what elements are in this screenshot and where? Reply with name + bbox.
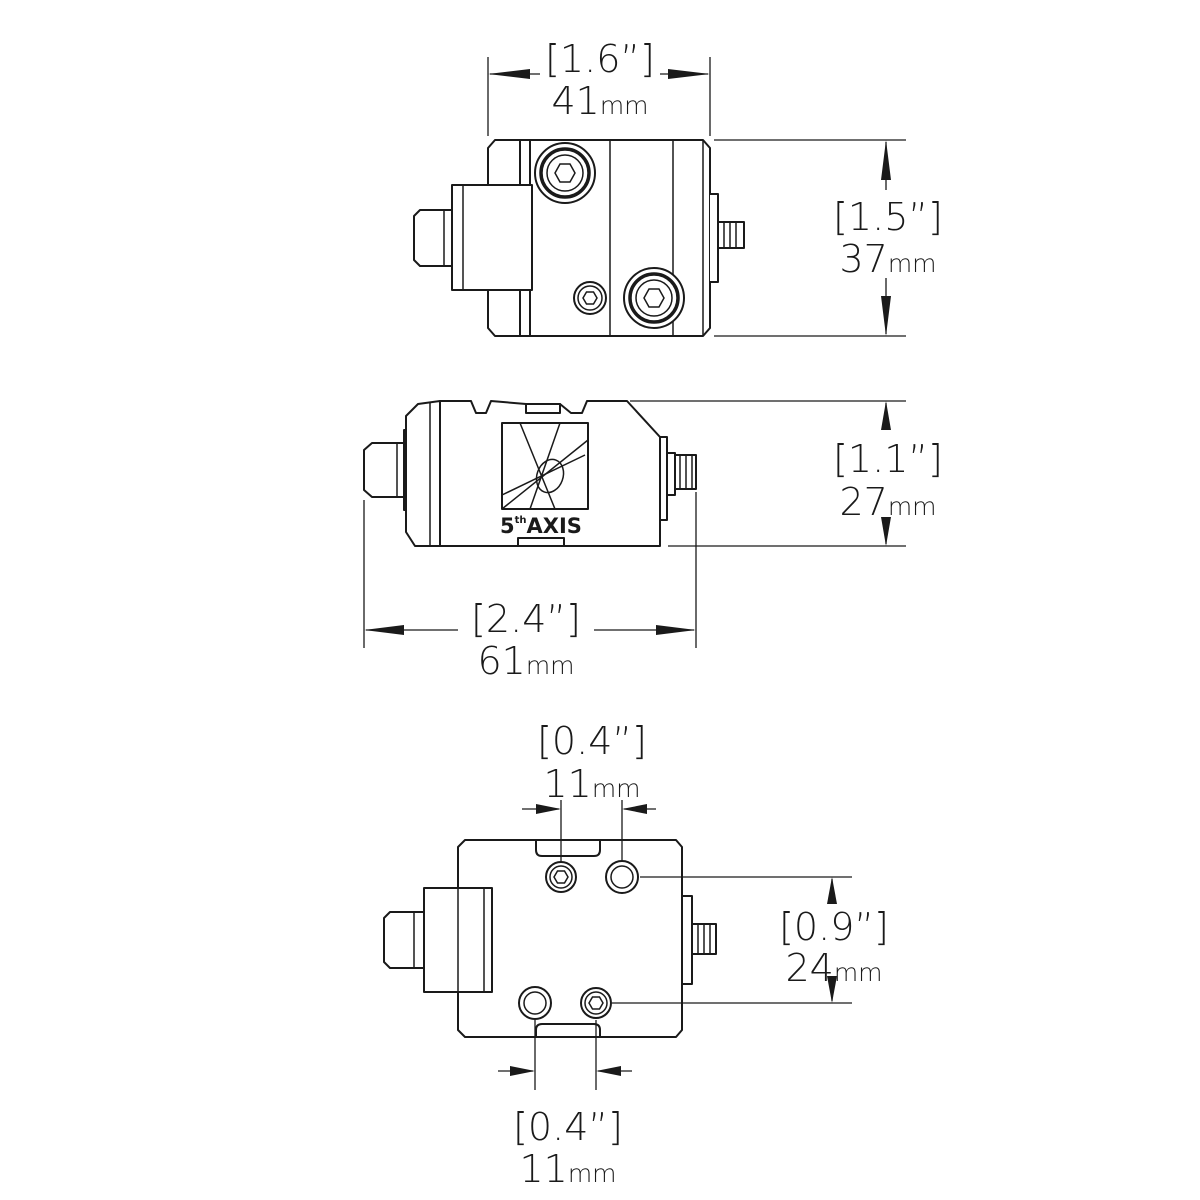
dimension-arrow xyxy=(488,69,530,79)
top-view: [1.6”] 41mm [1.5”] 37mm xyxy=(413,37,943,337)
dimension-arrow xyxy=(656,625,696,635)
bottom-view-hole-icon xyxy=(605,860,639,894)
bottom-view-plug xyxy=(383,911,425,969)
top-width-inch-label: [1.6”] xyxy=(545,37,655,81)
bottom-view-screw-icon xyxy=(580,987,612,1019)
bottom-view-screw-icon xyxy=(545,861,577,893)
top-view-right-tab xyxy=(710,193,719,283)
side-view-right-collar xyxy=(659,436,668,521)
top-height-mm-label: 37mm xyxy=(839,237,936,281)
side-view-clamp xyxy=(405,400,441,547)
side-length-mm-label: 61mm xyxy=(477,639,574,683)
top-view-plug xyxy=(413,209,453,267)
dimension-arrow xyxy=(881,296,891,336)
dimension-arrow xyxy=(510,1066,535,1076)
top-view-threaded-stud xyxy=(717,221,745,249)
top-view-screw-icon xyxy=(534,142,596,204)
side-view-plug xyxy=(363,442,405,498)
bottom-vertical-spacing-mm-label: 24mm xyxy=(785,946,882,990)
bottom-lower-spacing-inch-label: [0.4”] xyxy=(513,1105,623,1149)
dimension-arrow xyxy=(668,69,710,79)
dimension-arrow xyxy=(881,517,891,546)
dimension-arrow xyxy=(622,804,647,814)
dimension-arrow xyxy=(881,401,891,430)
side-view: 5thAXIS [1.1”] 27mm [2.4”] 61mm xyxy=(363,400,943,683)
side-height-mm-label: 27mm xyxy=(839,480,936,524)
side-height-inch-label: [1.1”] xyxy=(833,437,943,481)
side-view-rail-block xyxy=(525,403,561,414)
bottom-view-hole-icon xyxy=(518,986,552,1020)
brand-logo: 5thAXIS xyxy=(500,422,589,538)
top-view-small-screw-icon xyxy=(573,281,607,315)
top-view-connector-housing xyxy=(451,184,533,291)
top-width-mm-label: 41mm xyxy=(551,79,648,123)
logo-text: 5thAXIS xyxy=(500,514,582,538)
side-length-inch-label: [2.4”] xyxy=(471,597,581,641)
bottom-lower-spacing-mm-label: 11mm xyxy=(519,1147,616,1191)
dimension-arrow xyxy=(536,804,561,814)
dimension-arrow xyxy=(364,625,404,635)
bottom-view-bottom-slot xyxy=(535,1023,601,1038)
dimension-arrow xyxy=(827,976,837,1003)
bottom-top-spacing-mm-label: 11mm xyxy=(543,762,640,806)
bottom-top-spacing-inch-label: [0.4”] xyxy=(537,719,647,763)
bottom-view-right-tab xyxy=(681,895,693,985)
side-view-right-collar xyxy=(666,452,676,496)
side-view-bottom-tab xyxy=(517,537,565,547)
top-view-screw-icon xyxy=(623,267,685,329)
top-height-inch-label: [1.5”] xyxy=(833,195,943,239)
dimension-arrow xyxy=(596,1066,621,1076)
bottom-view: [0.4”] 11mm [0.9”] 24mm [0.4”] 11mm xyxy=(383,719,889,1191)
bottom-vertical-spacing-inch-label: [0.9”] xyxy=(779,905,889,949)
dimension-arrow xyxy=(827,877,837,904)
dimension-arrow xyxy=(881,140,891,180)
bottom-view-top-slot xyxy=(535,839,601,857)
